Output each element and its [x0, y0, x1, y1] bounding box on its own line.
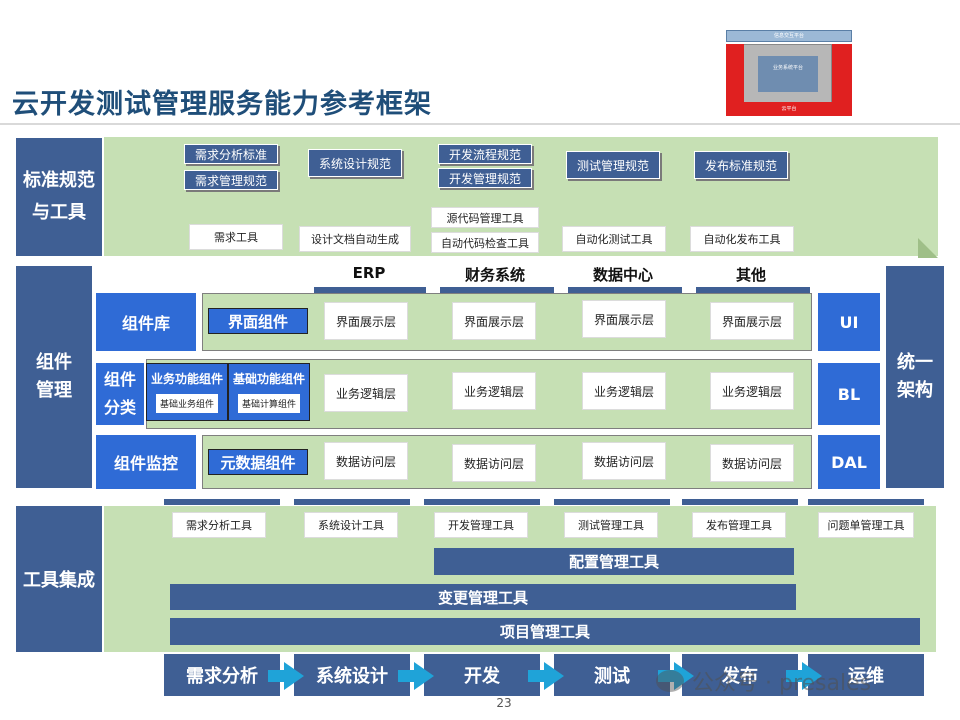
biz-function-component: 业务功能组件 基础业务组件 [146, 363, 228, 421]
meta-component: 元数据组件 [208, 449, 308, 475]
ui-layer-box: 界面展示层 [452, 302, 536, 340]
logo-top-bar: 信息交互平台 [726, 30, 852, 42]
bl-layer-box: 业务逻辑层 [582, 372, 666, 410]
standard-tool: 自动化发布工具 [690, 226, 794, 252]
bl-layer-box: 业务逻辑层 [452, 372, 536, 410]
component-classify: 组件 分类 [96, 363, 144, 425]
dal-layer-box: 数据访问层 [710, 444, 794, 482]
unified-arch-label: 统一 架构 [886, 266, 944, 488]
watermark-text: 公众号 · presales [692, 671, 872, 696]
stage-release: 发布 [682, 654, 798, 696]
flow-arrow-icon [268, 662, 304, 690]
cloud-platform-logo: 信息交互平台 业务系统平台 云平台 [722, 26, 858, 122]
tool-column-stub [682, 499, 798, 505]
page-number: 23 [496, 696, 512, 710]
biz-sub-component: 基础业务组件 [155, 394, 218, 413]
arch-bl-box: BL [818, 363, 880, 425]
ui-layer-box: 界面展示层 [582, 300, 666, 338]
stage-test: 测试 [554, 654, 670, 696]
component-monitor: 组件监控 [96, 435, 196, 489]
component-section-text: 组件 管理 [36, 352, 72, 401]
standard-tag: 发布标准规范 [694, 151, 788, 179]
arch-dal-box: DAL [818, 435, 880, 489]
standard-tool: 自动化测试工具 [562, 226, 666, 252]
base-sub-component: 基础计算组件 [237, 394, 300, 413]
standard-tag: 开发流程规范 [438, 144, 532, 164]
base-function-component: 基础功能组件 基础计算组件 [228, 363, 310, 421]
tools-section-label: 工具集成 [16, 506, 102, 652]
logo-left-label: 业务系统平台 [772, 65, 803, 71]
standard-tool: 源代码管理工具 [431, 207, 539, 228]
standards-section-text: 标准规范 与工具 [23, 170, 95, 223]
stage-design: 系统设计 [294, 654, 410, 696]
base-function-label: 基础功能组件 [232, 372, 305, 386]
flow-arrow-icon [658, 662, 694, 690]
dal-layer-box: 数据访问层 [452, 444, 536, 482]
arch-ui-box: UI [818, 293, 880, 351]
logo-left-pillar [726, 44, 744, 114]
project-management-bar: 项目管理工具 [170, 618, 920, 645]
standards-panel-fold [918, 238, 938, 258]
stage-operations: 运维 [808, 654, 924, 696]
standard-tag: 需求管理规范 [184, 170, 278, 190]
component-classify-text: 组件 分类 [103, 370, 136, 417]
config-management-bar: 配置管理工具 [434, 548, 794, 575]
logo-center-block: 业务系统平台 [758, 56, 818, 92]
standard-tag: 需求分析标准 [184, 144, 278, 164]
watermark: 公众号 · presales [656, 666, 871, 696]
tool-column-stub [164, 499, 280, 505]
change-management-bar: 变更管理工具 [170, 584, 796, 610]
tool-item: 系统设计工具 [304, 512, 398, 538]
tool-item: 需求分析工具 [172, 512, 266, 538]
column-header: 其他 [735, 266, 766, 284]
tool-column-stub [808, 499, 924, 505]
component-library: 组件库 [96, 293, 196, 351]
flow-arrow-icon [528, 662, 564, 690]
logo-bottom-label: 云平台 [781, 106, 797, 112]
tool-item: 问题单管理工具 [818, 512, 914, 538]
standard-tool: 需求工具 [189, 224, 283, 250]
tool-item: 开发管理工具 [434, 512, 528, 538]
logo-top-label: 信息交互平台 [773, 33, 804, 39]
page-title: 云开发测试管理服务能力参考框架 [12, 89, 432, 120]
dal-layer-box: 数据访问层 [582, 442, 666, 480]
logo-bottom-bar: 云平台 [726, 102, 852, 116]
column-stub [314, 287, 426, 293]
biz-function-label: 业务功能组件 [150, 372, 223, 386]
stage-develop: 开发 [424, 654, 540, 696]
tool-item: 发布管理工具 [692, 512, 786, 538]
column-stub [440, 287, 554, 293]
standard-tool: 设计文档自动生成 [299, 226, 411, 252]
tool-item: 测试管理工具 [564, 512, 658, 538]
column-stub [696, 287, 810, 293]
tool-column-stub [424, 499, 540, 505]
column-header: 财务系统 [464, 266, 525, 284]
standard-tag: 开发管理规范 [438, 168, 532, 188]
flow-arrow-icon [398, 662, 434, 690]
component-section-label: 组件 管理 [16, 266, 92, 488]
bl-layer-box: 业务逻辑层 [710, 372, 794, 410]
standards-section-label: 标准规范 与工具 [16, 138, 102, 256]
tool-column-stub [554, 499, 670, 505]
logo-right-pillar [832, 44, 852, 114]
ui-layer-box: 界面展示层 [324, 302, 408, 340]
ui-component: 界面组件 [208, 308, 308, 334]
tool-column-stub [294, 499, 410, 505]
bl-layer-box: 业务逻辑层 [324, 374, 408, 412]
stage-requirement: 需求分析 [164, 654, 280, 696]
ui-layer-box: 界面展示层 [710, 302, 794, 340]
wechat-icon [656, 670, 684, 692]
dal-layer-box: 数据访问层 [324, 442, 408, 480]
unified-arch-text: 统一 架构 [897, 352, 933, 401]
standard-tool: 自动代码检查工具 [431, 232, 539, 253]
column-header: ERP [352, 264, 386, 282]
column-header: 数据中心 [592, 266, 653, 284]
standard-tag: 测试管理规范 [566, 151, 660, 179]
flow-arrow-icon [786, 662, 822, 690]
standard-tag: 系统设计规范 [308, 149, 402, 177]
title-divider [0, 123, 960, 125]
column-stub [568, 287, 682, 293]
